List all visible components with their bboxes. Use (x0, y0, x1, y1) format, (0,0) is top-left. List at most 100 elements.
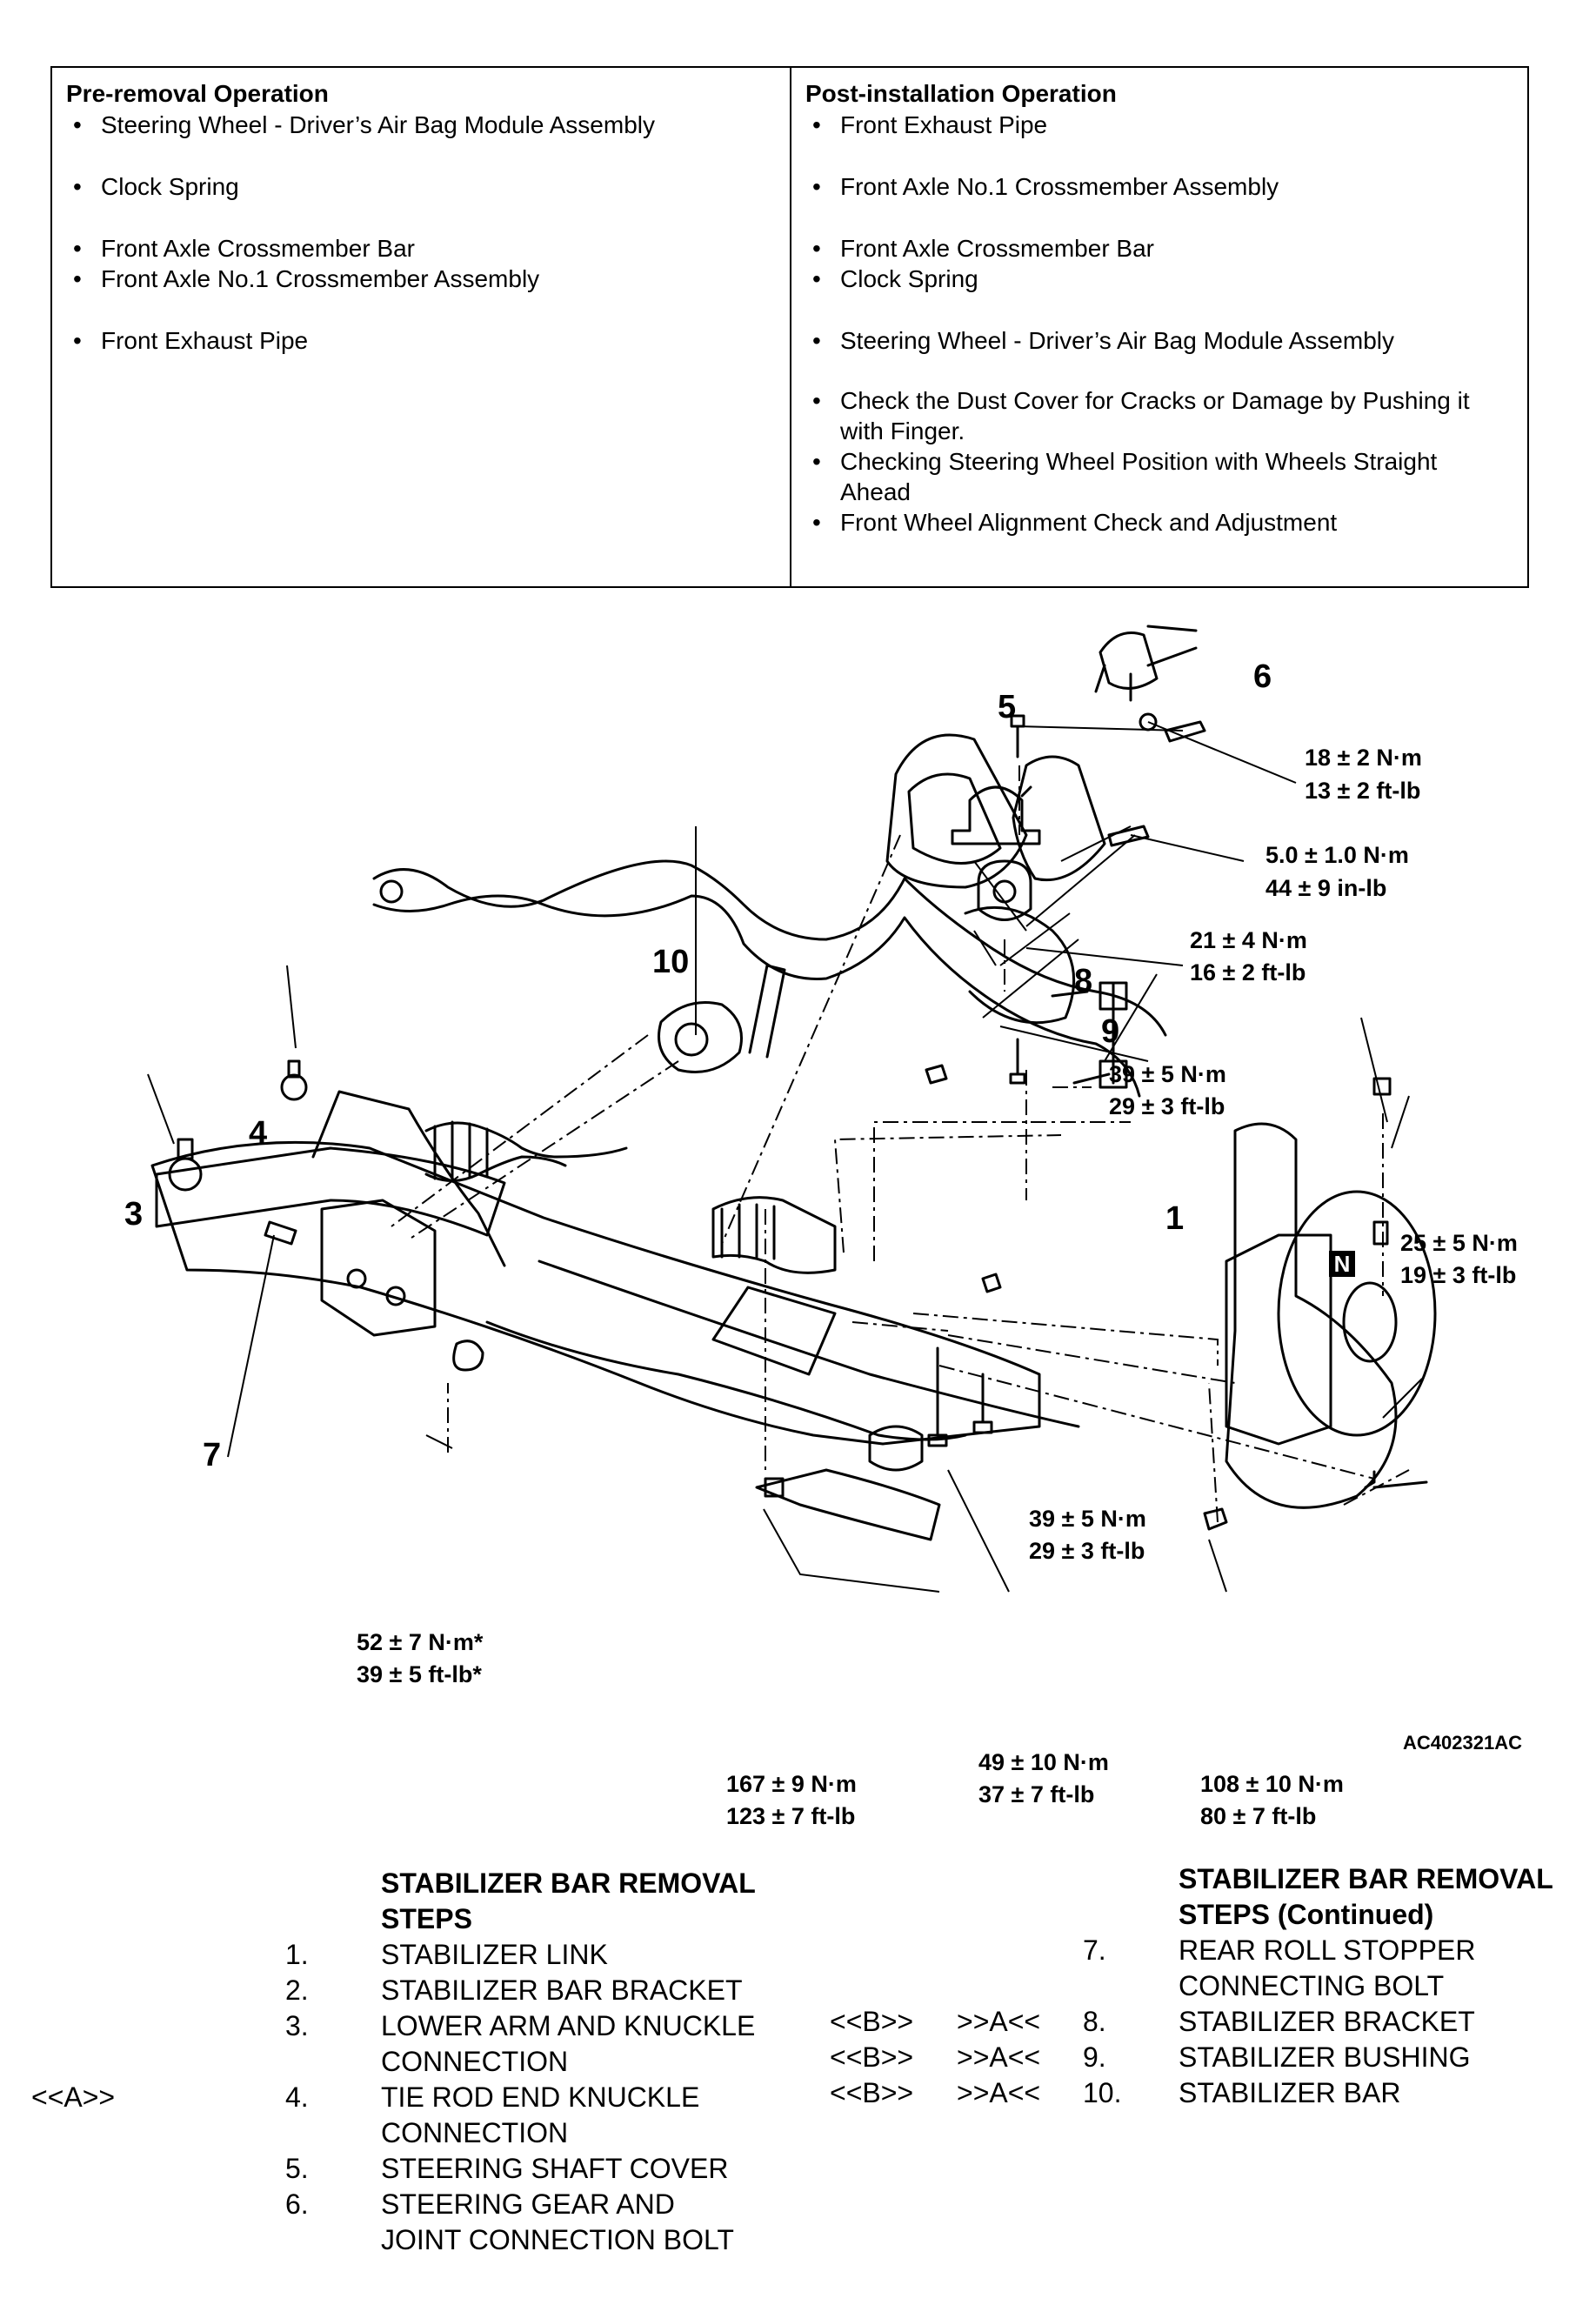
step-number: 8. (1083, 2006, 1106, 2037)
step-label: CONNECTION (381, 2117, 569, 2148)
torque-nm: 5.0 ± 1.0 N·m (1265, 842, 1409, 868)
step-label: STABILIZER BAR (1179, 2077, 1401, 2108)
part-number-3: 3 (124, 1196, 143, 1233)
step-number: 1. (285, 1939, 309, 1970)
part-number-1: 1 (1165, 1200, 1184, 1237)
steps-heading: STABILIZER BAR REMOVAL (1179, 1863, 1553, 1894)
torque-ft: 80 ± 7 ft-lb (1200, 1803, 1316, 1829)
step-label: STEERING GEAR AND (381, 2188, 675, 2220)
part-number-7: 7 (203, 1437, 221, 1473)
post-installation-column: Post-installation Operation Front Exhaus… (791, 68, 1527, 586)
torque-nm: 25 ± 5 N·m (1400, 1230, 1518, 1256)
steering-rack-illustration (424, 964, 837, 1274)
part-number-5: 5 (998, 689, 1016, 725)
list-item: Front Axle No.1 Crossmember Assembly (66, 264, 776, 294)
part-number-9: 9 (1101, 1013, 1119, 1050)
step-number: 10. (1083, 2077, 1122, 2108)
step-mark: <<A>> (31, 2081, 116, 2113)
list-item: Check the Dust Cover for Cracks or Damag… (805, 385, 1513, 446)
torque-nm: 21 ± 4 N·m (1190, 927, 1307, 953)
bolts-illustration (764, 1038, 1392, 1498)
rear-roll-stopper-bracket-illustration (264, 1199, 484, 1372)
torque-nm: 108 ± 10 N·m (1200, 1771, 1344, 1797)
torque-nm: 39 ± 5 N·m (1109, 1061, 1226, 1087)
step-number: 6. (285, 2188, 309, 2220)
torque-nm: 39 ± 5 N·m (1029, 1506, 1146, 1532)
part-number-6: 6 (1253, 658, 1272, 695)
removal-steps-right: STABILIZER BAR REMOVAL STEPS (Continued)… (791, 1861, 1596, 2140)
stabilizer-bar-exploded-diagram: N 1 3 4 5 6 7 8 9 10 18 ± 2 N·m 13 ± 2 f… (124, 625, 1522, 1829)
post-installation-heading: Post-installation Operation (805, 80, 1117, 107)
torque-ft: 29 ± 3 ft-lb (1109, 1093, 1225, 1119)
list-item: Front Exhaust Pipe (66, 325, 776, 356)
step-mark: <<B>> (830, 2041, 914, 2073)
list-item: Checking Steering Wheel Position with Wh… (805, 446, 1513, 507)
torque-ft: 19 ± 3 ft-lb (1400, 1262, 1516, 1288)
torque-ft: 13 ± 2 ft-lb (1305, 778, 1420, 804)
pre-removal-list: Steering Wheel - Driver’s Air Bag Module… (66, 110, 776, 356)
step-number: 3. (285, 2010, 309, 2041)
step-mark: >>A<< (957, 2041, 1041, 2073)
step-mark: >>A<< (957, 2006, 1041, 2037)
stabilizer-link-illustration (1051, 981, 1128, 1089)
step-number: 7. (1083, 1934, 1106, 1966)
pre-removal-column: Pre-removal Operation Steering Wheel - D… (52, 68, 791, 586)
step-label: STEERING SHAFT COVER (381, 2153, 729, 2184)
removal-steps-left: STABILIZER BAR REMOVAL STEPS 1. STABILIZ… (0, 1866, 791, 2301)
step-label: STABILIZER BRACKET (1179, 2006, 1475, 2037)
part-number-8: 8 (1074, 963, 1092, 999)
list-item: Clock Spring (805, 264, 1513, 294)
new-part-badge-label: N (1334, 1251, 1351, 1277)
step-label: TIE ROD END KNUCKLE (381, 2081, 700, 2113)
operations-table: Pre-removal Operation Steering Wheel - D… (50, 66, 1529, 588)
steps-heading: STABILIZER BAR REMOVAL (381, 1867, 756, 1899)
list-item: Clock Spring (66, 171, 776, 202)
step-mark: <<B>> (830, 2077, 914, 2108)
list-item: Front Exhaust Pipe (805, 110, 1513, 140)
list-item: Steering Wheel - Driver’s Air Bag Module… (66, 110, 776, 140)
step-mark: >>A<< (957, 2077, 1041, 2108)
knuckle-brake-illustration (1203, 1122, 1437, 1531)
step-mark: <<B>> (830, 2006, 914, 2037)
part-number-10: 10 (652, 944, 689, 980)
stabilizer-bar-illustration (372, 859, 1167, 1098)
step-label: STABILIZER BUSHING (1179, 2041, 1471, 2073)
list-item: Front Axle No.1 Crossmember Assembly (805, 171, 1513, 202)
step-label: REAR ROLL STOPPER (1179, 1934, 1476, 1966)
steering-shaft-cover-illustration (885, 733, 1150, 889)
list-item: Steering Wheel - Driver’s Air Bag Module… (805, 325, 1513, 356)
post-installation-list: Front Exhaust Pipe Front Axle No.1 Cross… (805, 110, 1513, 538)
torque-ft: 16 ± 2 ft-lb (1190, 959, 1306, 985)
step-number: 9. (1083, 2041, 1106, 2073)
steering-shaft-illustration (1094, 625, 1206, 743)
figure-code: AC402321AC (1403, 1732, 1522, 1754)
torque-ft: 123 ± 7 ft-lb (726, 1803, 855, 1829)
step-number: 5. (285, 2153, 309, 2184)
steps-heading: STEPS (Continued) (1179, 1899, 1434, 1930)
torque-ft: 29 ± 3 ft-lb (1029, 1538, 1145, 1564)
torque-nm: 52 ± 7 N·m* (357, 1629, 484, 1655)
part-number-4: 4 (249, 1115, 267, 1152)
step-label: CONNECTION (381, 2046, 569, 2077)
list-item: Front Wheel Alignment Check and Adjustme… (805, 507, 1513, 538)
torque-ft: 39 ± 5 ft-lb* (357, 1661, 482, 1687)
torque-ft: 37 ± 7 ft-lb (978, 1781, 1094, 1807)
list-item: Front Axle Crossmember Bar (805, 233, 1513, 264)
list-item: Front Axle Crossmember Bar (66, 233, 776, 264)
torque-in: 44 ± 9 in-lb (1265, 875, 1386, 901)
torque-nm: 167 ± 9 N·m (726, 1771, 857, 1797)
torque-nm: 49 ± 10 N·m (978, 1749, 1109, 1775)
crossmember-illustration (150, 1090, 1080, 1541)
step-label: CONNECTING BOLT (1179, 1970, 1445, 2001)
steps-heading: STEPS (381, 1903, 472, 1934)
step-number: 2. (285, 1974, 309, 2006)
step-number: 4. (285, 2081, 309, 2113)
step-label: STABILIZER LINK (381, 1939, 608, 1970)
torque-nm: 18 ± 2 N·m (1305, 745, 1422, 771)
new-part-badge (1329, 1251, 1355, 1277)
step-label: JOINT CONNECTION BOLT (381, 2224, 734, 2255)
step-label: STABILIZER BAR BRACKET (381, 1974, 743, 2006)
step-label: LOWER ARM AND KNUCKLE (381, 2010, 756, 2041)
stabilizer-bushing-illustration (977, 859, 1032, 921)
pre-removal-heading: Pre-removal Operation (66, 80, 329, 107)
